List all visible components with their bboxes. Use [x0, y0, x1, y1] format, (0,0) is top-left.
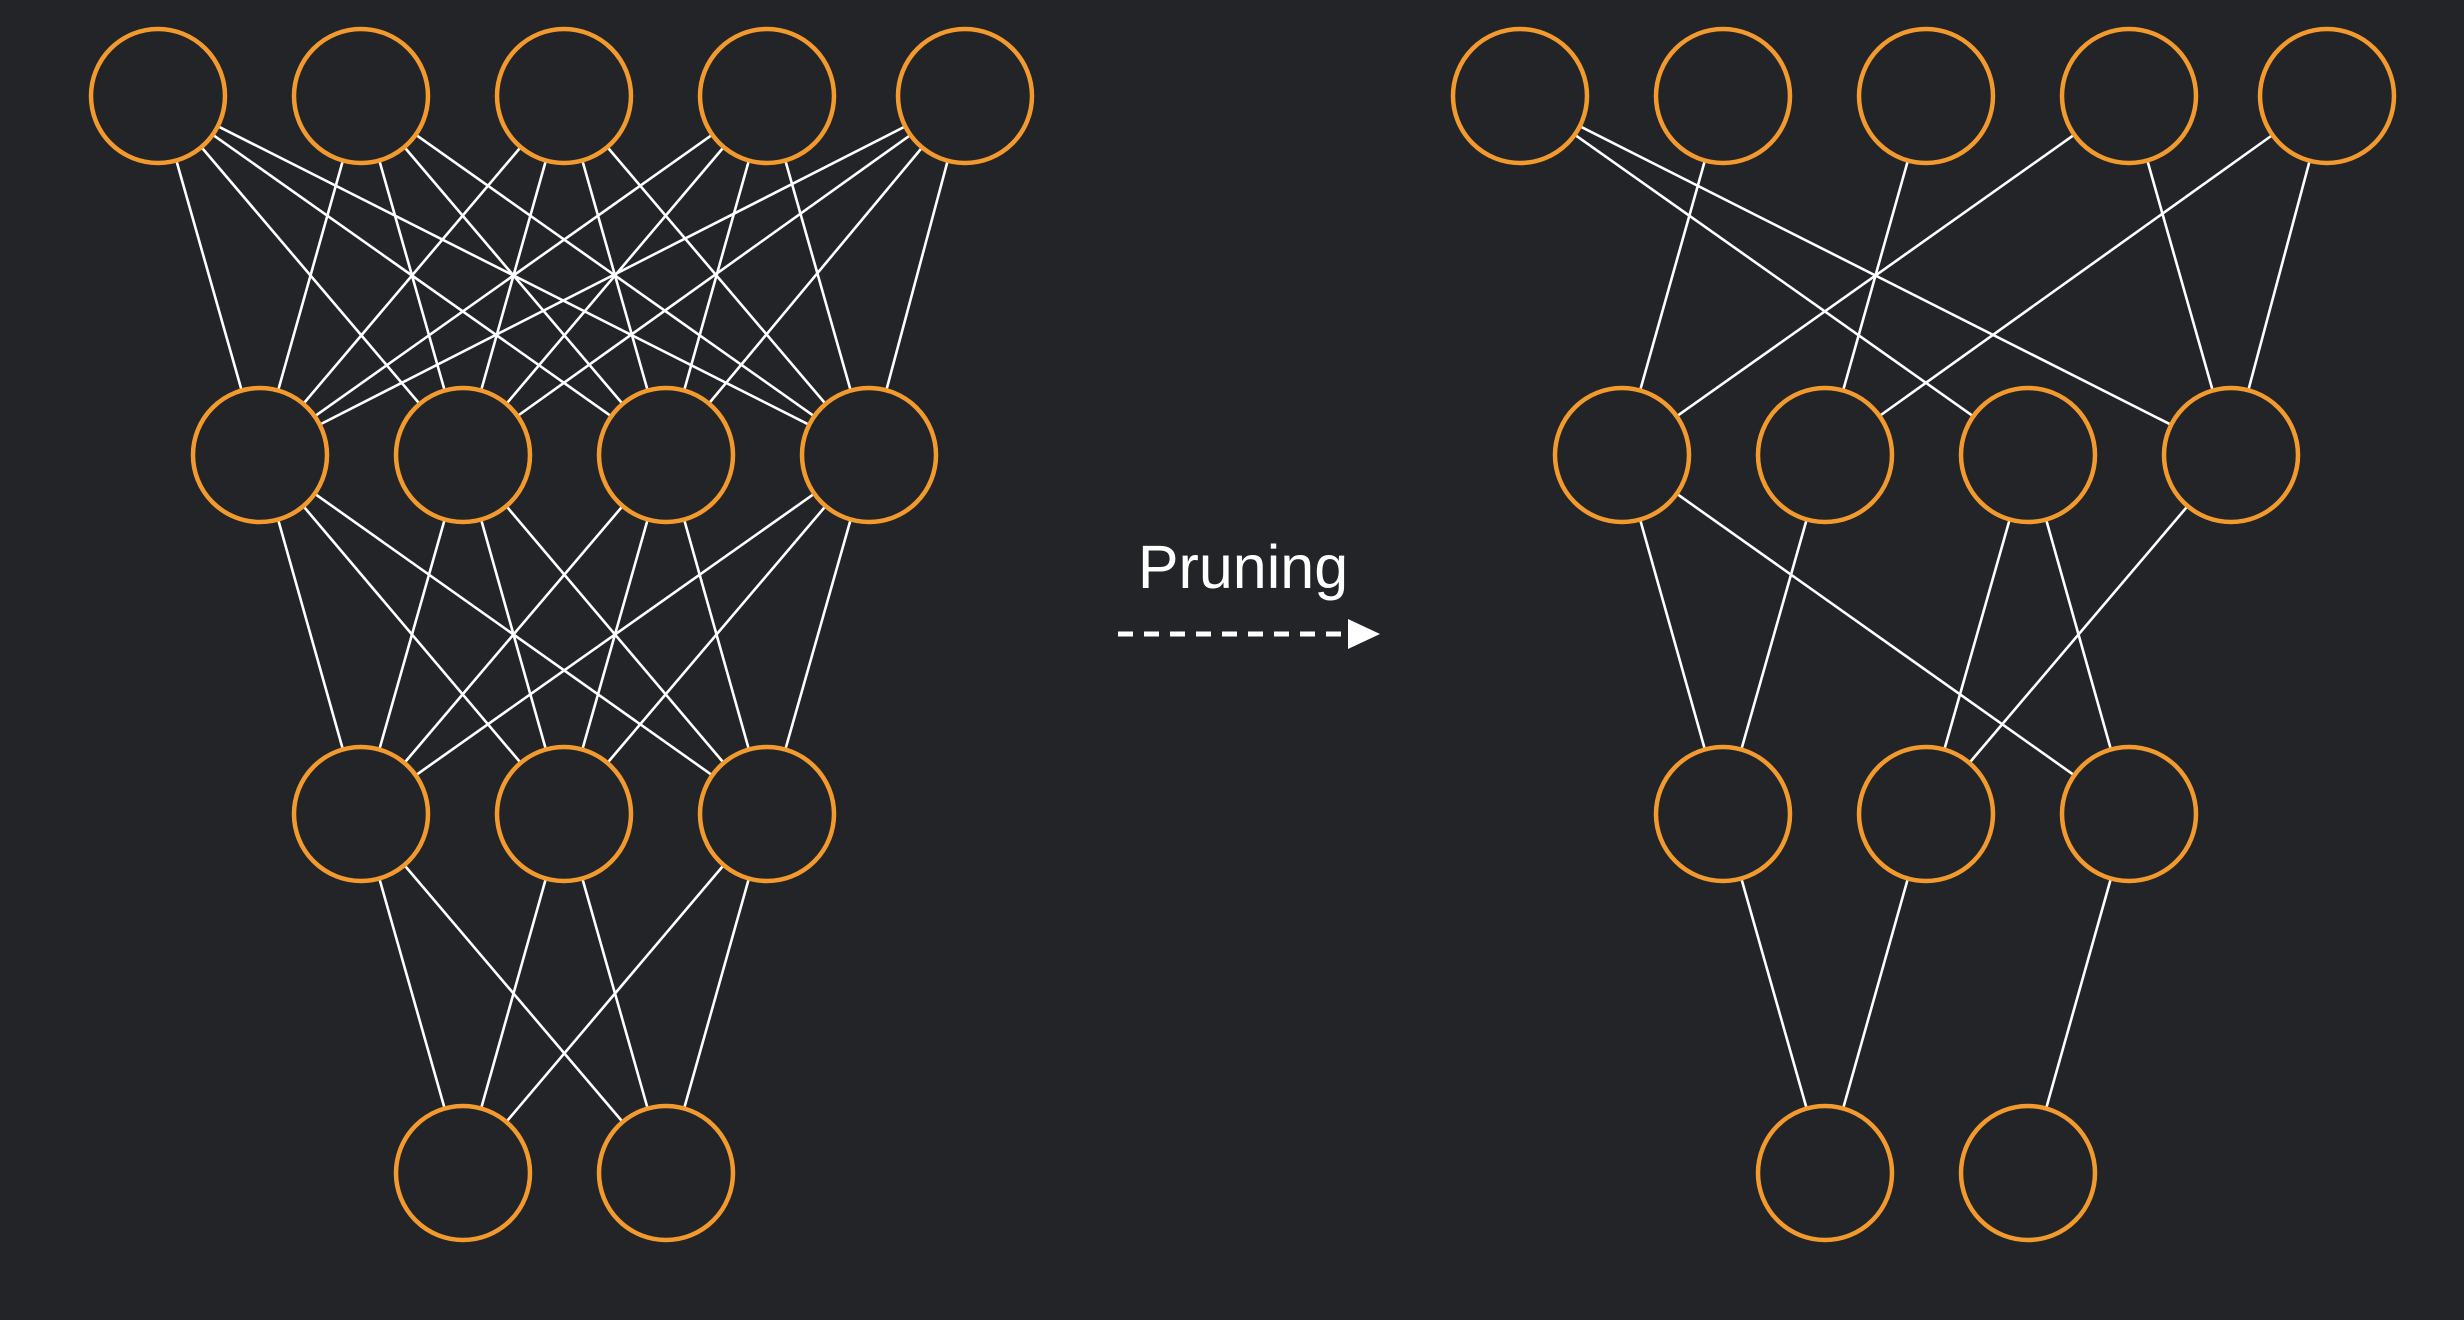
- pruned-network-edges: [1573, 124, 2311, 1110]
- connection-edge: [276, 518, 345, 751]
- connection-edge: [175, 159, 243, 392]
- neuron-node: [1755, 385, 1895, 525]
- connection-edge: [516, 133, 912, 418]
- connection-edge: [504, 863, 726, 1124]
- connection-edge: [1573, 133, 1975, 418]
- neuron-node: [1450, 26, 1590, 166]
- connection-edge: [884, 159, 950, 392]
- neuron-node: [393, 385, 533, 525]
- neuron-node: [1552, 385, 1692, 525]
- connection-edge: [707, 146, 924, 405]
- connection-edge: [377, 518, 447, 751]
- neuron-node: [1653, 26, 1793, 166]
- neuron-node: [596, 385, 736, 525]
- connection-edge: [1740, 877, 1808, 1110]
- neuron-node: [88, 26, 228, 166]
- connection-edge: [682, 159, 751, 392]
- connection-edge: [414, 492, 816, 777]
- dense-network-edges: [175, 124, 950, 1124]
- neuron-node: [2161, 385, 2301, 525]
- neuron-node: [799, 385, 939, 525]
- neuron-node: [494, 26, 634, 166]
- neuron-node: [1856, 744, 1996, 884]
- neuron-node: [494, 744, 634, 884]
- connection-edge: [1675, 492, 2076, 777]
- neuron-node: [291, 744, 431, 884]
- connection-edge: [313, 133, 714, 418]
- neuron-node: [2059, 744, 2199, 884]
- connection-edge: [1841, 877, 1910, 1110]
- connection-edge: [1878, 133, 2274, 418]
- connection-edge: [276, 159, 345, 392]
- pruned-network: [1450, 26, 2397, 1243]
- connection-edge: [1638, 518, 1707, 751]
- neuron-node: [1755, 1103, 1895, 1243]
- connection-edge: [606, 504, 827, 765]
- connection-edge: [1675, 133, 2076, 418]
- neuron-node: [1653, 744, 1793, 884]
- connection-edge: [2146, 159, 2214, 392]
- connection-edge: [479, 877, 548, 1110]
- connection-edge: [1638, 159, 1707, 392]
- connection-edge: [783, 518, 853, 751]
- connection-edge: [783, 159, 853, 392]
- connection-edge: [1968, 504, 2189, 765]
- neuron-node: [393, 1103, 533, 1243]
- neuron-node: [1856, 26, 1996, 166]
- arrow-head-icon: [1348, 619, 1380, 649]
- neuron-node: [895, 26, 1035, 166]
- dense-network-neurons: [88, 26, 1035, 1243]
- neuron-node: [697, 744, 837, 884]
- neuron-node: [1958, 385, 2098, 525]
- pruned-network-neurons: [1450, 26, 2397, 1243]
- pruning-label: Pruning: [1138, 533, 1348, 601]
- neuron-node: [190, 385, 330, 525]
- connection-edge: [682, 877, 751, 1110]
- connection-edge: [1740, 518, 1808, 751]
- neuron-node: [2257, 26, 2397, 166]
- connection-edge: [2044, 877, 2113, 1110]
- dense-network: [88, 26, 1035, 1243]
- connection-edge: [377, 877, 447, 1110]
- pruning-arrow: Pruning: [1118, 533, 1380, 649]
- neuron-node: [1958, 1103, 2098, 1243]
- connection-edge: [1943, 518, 2011, 751]
- connection-edge: [2247, 159, 2311, 392]
- connection-edge: [403, 504, 624, 765]
- neuron-node: [291, 26, 431, 166]
- connection-edge: [301, 145, 523, 406]
- connection-edge: [318, 125, 907, 426]
- neuron-node: [596, 1103, 736, 1243]
- neuron-node: [697, 26, 837, 166]
- neuron-node: [2059, 26, 2199, 166]
